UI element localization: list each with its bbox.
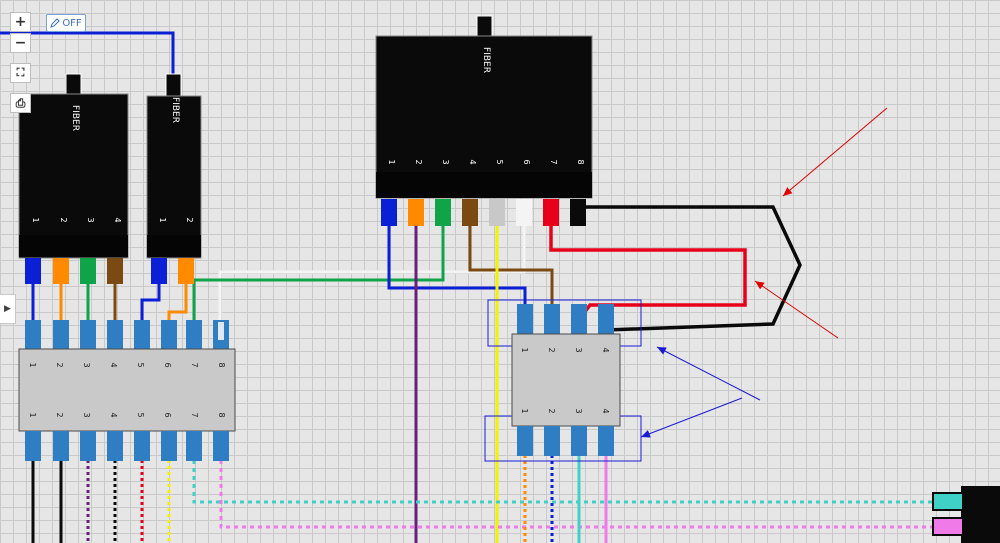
port-label: 4: [109, 362, 118, 367]
connector-orange[interactable]: [408, 199, 424, 226]
wire-big4-brown[interactable]: [468, 225, 554, 306]
wire-big7-red[interactable]: [549, 225, 747, 320]
port-label: 1: [31, 217, 40, 222]
terminal-port-aqua[interactable]: [932, 492, 964, 511]
print-icon: ⎙: [15, 95, 26, 110]
connector-green[interactable]: [435, 199, 451, 226]
panel-bottom-labels: 1 2 3 4 5 6 7 8: [28, 412, 226, 417]
red-arrow-1: [782, 107, 888, 197]
port-label: 6: [163, 412, 172, 417]
port-label: 5: [136, 362, 145, 367]
red-arrow-2: [754, 280, 839, 339]
port-label: 2: [59, 217, 68, 222]
fiber-label: FIBER: [70, 105, 80, 131]
port-label: 3: [441, 159, 450, 164]
edit-toggle-button[interactable]: OFF: [46, 14, 86, 32]
connector-black[interactable]: [570, 199, 586, 226]
connector-slate[interactable]: [489, 199, 505, 226]
connector-white[interactable]: [516, 199, 532, 226]
edit-toggle-label: OFF: [62, 17, 82, 29]
port-label: 4: [109, 412, 118, 417]
fiber-label: FIBER: [481, 47, 491, 73]
connector-red[interactable]: [543, 199, 559, 226]
port-label: 3: [82, 362, 91, 367]
port-label: 4: [601, 347, 610, 352]
connector-blue[interactable]: [151, 258, 167, 284]
port-label: 3: [574, 347, 583, 352]
port-label: 1: [520, 408, 529, 413]
port-label: 7: [549, 159, 558, 164]
port-label: 1: [387, 159, 396, 164]
zoom-in-button[interactable]: +: [10, 12, 31, 32]
pencil-icon: [50, 18, 61, 28]
port-label: 8: [576, 159, 585, 164]
fiber-enclosure-b[interactable]: FIBER 1 2: [146, 73, 202, 284]
wire-b1-blue[interactable]: [140, 282, 161, 322]
port-label: 1: [28, 412, 37, 417]
port-label: 2: [414, 159, 423, 164]
port-label: 6: [163, 362, 172, 367]
connector-brown[interactable]: [107, 258, 123, 284]
port-label: 1: [28, 362, 37, 367]
port-label: 4: [113, 217, 122, 222]
annotation-arrows: [640, 107, 888, 438]
wire-big3-green[interactable]: [192, 225, 445, 322]
fullscreen-icon: ⛶: [16, 66, 25, 79]
connector-brown[interactable]: [462, 199, 478, 226]
wire-big1-blue[interactable]: [387, 225, 527, 306]
feed-wire-blue[interactable]: [0, 31, 175, 78]
blue-arrow-2: [640, 397, 743, 438]
port-label: 5: [495, 159, 504, 164]
fullscreen-button[interactable]: ⛶: [10, 63, 31, 83]
side-panel-toggle[interactable]: ▶: [0, 294, 16, 324]
port-label: 2: [55, 412, 64, 417]
blue-arrow-1: [656, 346, 761, 401]
port-label: 7: [190, 412, 199, 417]
port-label: 8: [217, 362, 226, 367]
wire-big8-black[interactable]: [585, 205, 802, 332]
port-label: 3: [82, 412, 91, 417]
connector-blue[interactable]: [25, 258, 41, 284]
port-label: 4: [468, 159, 477, 164]
out-7-aqua-dash[interactable]: [192, 460, 935, 504]
fiber-enclosure-a[interactable]: FIBER 1 2 3 4: [18, 73, 129, 284]
port-label: 2: [55, 362, 64, 367]
connector-orange[interactable]: [53, 258, 69, 284]
port-label: 3: [574, 408, 583, 413]
port-label: 8: [217, 412, 226, 417]
terminal-device[interactable]: [932, 486, 1000, 543]
terminal-port-rose[interactable]: [932, 517, 964, 536]
port-label: 1: [158, 217, 167, 222]
panel-top-ports: [25, 320, 229, 350]
port-label: 2: [185, 217, 194, 222]
chevron-right-icon: ▶: [4, 304, 11, 314]
connector-green[interactable]: [80, 258, 96, 284]
connector-blue[interactable]: [381, 199, 397, 226]
connector-orange[interactable]: [178, 258, 194, 284]
port-label: 3: [86, 217, 95, 222]
port-label: 7: [190, 362, 199, 367]
port-label: 2: [547, 347, 556, 352]
port-label: 4: [601, 408, 610, 413]
out-8-rose-dash[interactable]: [219, 460, 935, 529]
fiber-enclosure-big[interactable]: FIBER 1 2 3 4 5 6 7 8: [375, 15, 593, 226]
wire-big6-white[interactable]: [218, 225, 526, 322]
port-label: 2: [547, 408, 556, 413]
port-label: 5: [136, 412, 145, 417]
port-label: 1: [520, 347, 529, 352]
panel-top-labels: 1 2 3 4 5 6 7 8: [28, 362, 226, 367]
patch-panel-8[interactable]: 1 2 3 4 5 6 7 8 1 2 3 4 5 6 7 8: [18, 320, 236, 461]
print-button[interactable]: ⎙: [10, 93, 31, 113]
patch-panel-4[interactable]: 1 2 3 4 1 2 3 4: [484, 299, 642, 462]
port-label: 6: [522, 159, 531, 164]
fiber-label: FIBER: [170, 97, 180, 123]
wires: [0, 31, 935, 543]
zoom-out-button[interactable]: −: [10, 33, 31, 53]
wire-b2-orange[interactable]: [167, 282, 188, 322]
panel-bottom-ports: [25, 431, 229, 461]
